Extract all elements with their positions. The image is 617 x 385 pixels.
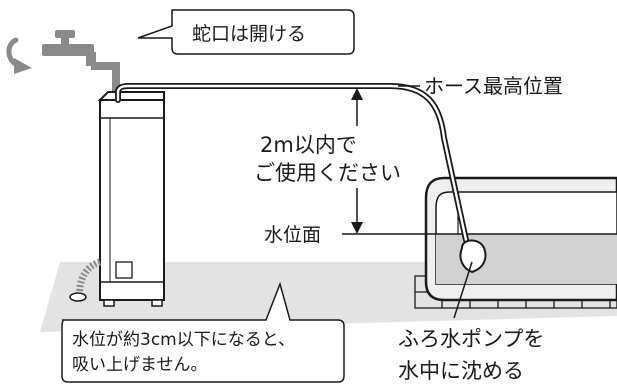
hose-inner — [116, 84, 468, 242]
faucet-callout-bubble — [137, 9, 355, 55]
pump-icon — [459, 239, 487, 274]
faucet-callout-text: 蛇口は開ける — [192, 23, 306, 45]
water-level-label: 水位面 — [264, 224, 321, 246]
note-line1: 水位が約3cm以下になると、 — [72, 330, 295, 350]
height-label-line2: ご使用ください — [254, 161, 401, 185]
rotate-arrow-icon — [6, 37, 32, 74]
note-callout-box — [61, 281, 345, 383]
height-label-backing — [252, 126, 410, 188]
pump-label-line1: ふろ水ポンプを — [398, 327, 544, 351]
note-line2: 吸い上げません。 — [72, 355, 208, 375]
height-label-line1: 2m以内で — [260, 133, 357, 157]
pump-label-line2: 水中に沈める — [398, 359, 524, 383]
hose-top-label: ホース最高位置 — [424, 74, 563, 98]
washing-machine-icon — [69, 91, 165, 307]
faucet-icon — [42, 30, 120, 98]
pump-leader — [453, 261, 473, 319]
